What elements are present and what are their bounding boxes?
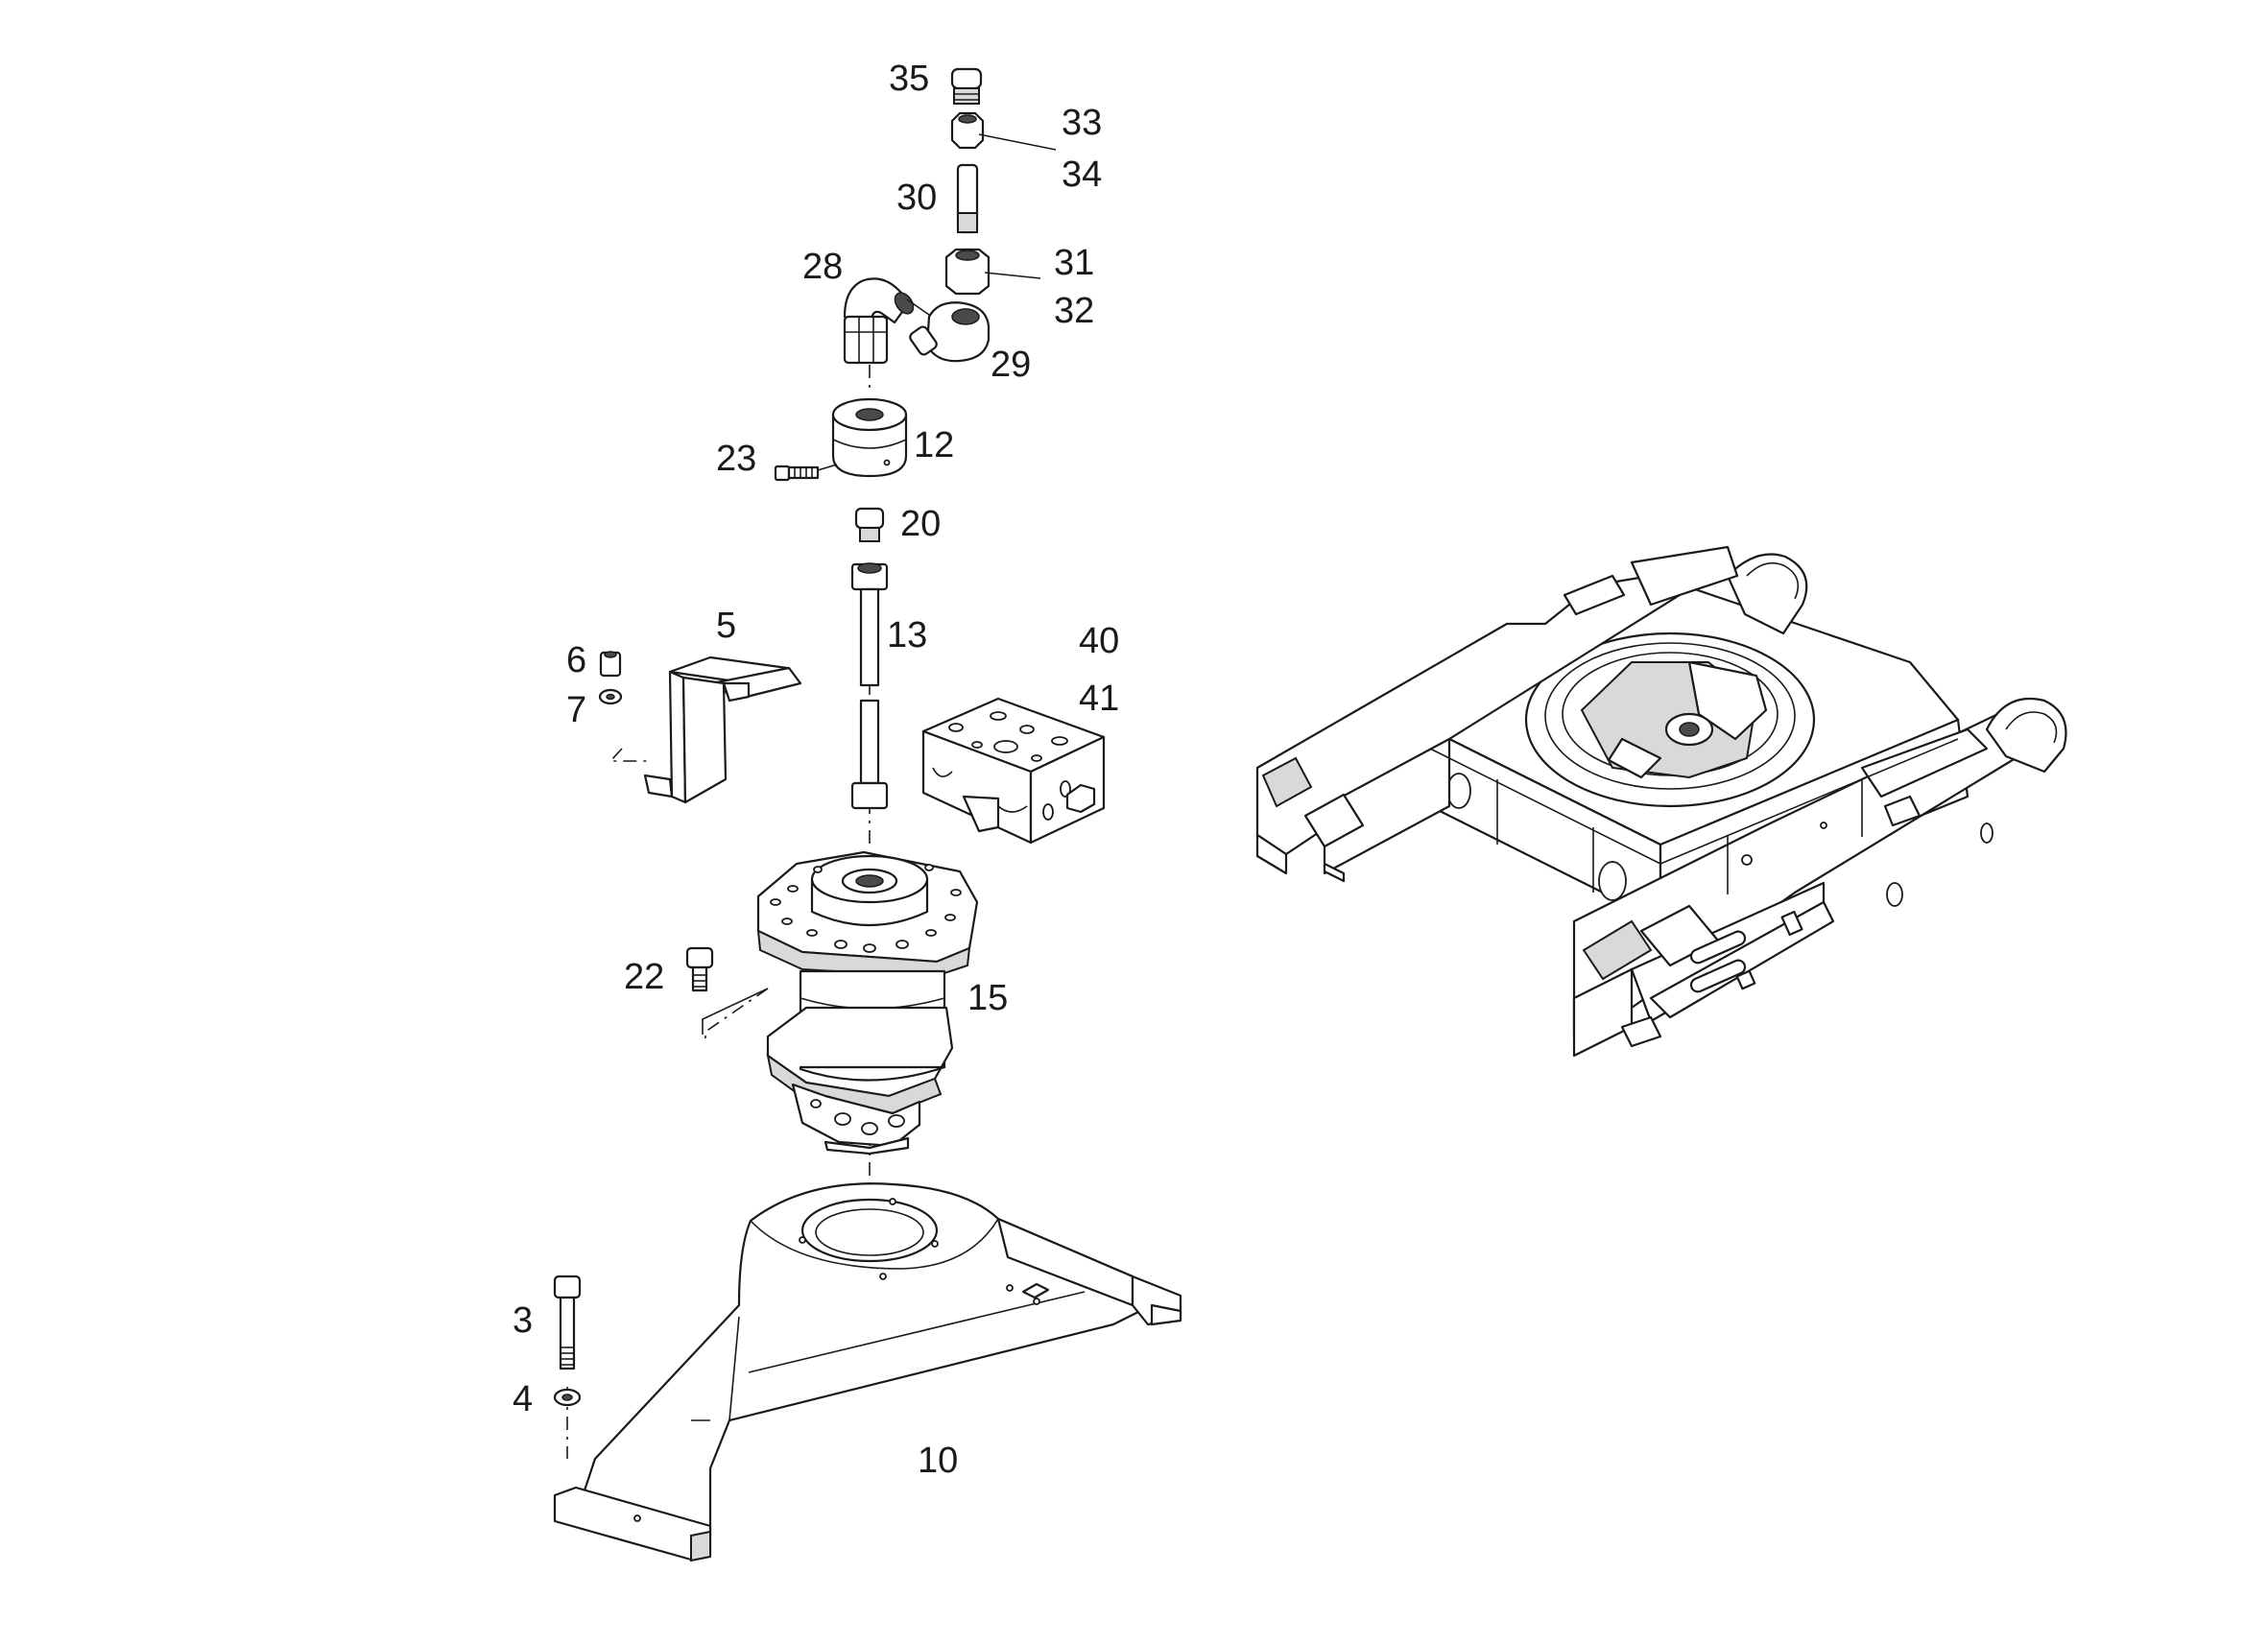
- callout-22: 22: [624, 957, 664, 997]
- callout-33: 33: [1062, 103, 1102, 143]
- callout-28: 28: [802, 247, 843, 287]
- part-23-screw: [774, 464, 838, 482]
- part-20-fitting: [854, 507, 885, 542]
- undercarriage-assembly: [1255, 545, 2067, 1058]
- callout-40: 40: [1079, 621, 1119, 661]
- callout-35: 35: [889, 59, 929, 99]
- part-4-washer: [553, 1388, 582, 1407]
- callout-5: 5: [716, 606, 736, 646]
- part-29-elbow: [909, 301, 991, 363]
- callout-32: 32: [1054, 291, 1094, 331]
- leader-lines: [702, 133, 1057, 1035]
- part-15-motor: [756, 850, 979, 1156]
- part-13-tube: [850, 562, 889, 810]
- part-33-nut: [950, 111, 985, 150]
- callout-34: 34: [1062, 155, 1102, 195]
- callout-29: 29: [991, 345, 1031, 385]
- callout-15: 15: [967, 978, 1008, 1018]
- part-31-nut: [944, 248, 991, 296]
- callout-7: 7: [566, 690, 586, 730]
- callout-41: 41: [1079, 679, 1119, 719]
- callout-13: 13: [887, 615, 927, 655]
- callout-20: 20: [900, 504, 941, 544]
- part-7-washer: [598, 688, 623, 705]
- callout-3: 3: [513, 1300, 533, 1341]
- callout-30: 30: [896, 178, 937, 218]
- callout-10: 10: [918, 1441, 958, 1481]
- part-35-fitting: [950, 67, 983, 105]
- callout-12: 12: [914, 425, 954, 465]
- part-22-bolt: [685, 946, 714, 992]
- part-10-frame: [553, 1182, 1182, 1562]
- part-5-bracket: [643, 655, 802, 804]
- part-3-bolt: [553, 1275, 582, 1370]
- callout-6: 6: [566, 640, 586, 680]
- part-12-body: [831, 397, 908, 478]
- callout-23: 23: [716, 439, 756, 479]
- callout-4: 4: [513, 1379, 533, 1419]
- part-30-pipe: [956, 163, 979, 234]
- part-40-block: [921, 697, 1106, 845]
- callout-labels: 35 33 34 30 28 31 32 29 23 12 20 13 5 6 …: [513, 59, 1119, 1481]
- part-6-bolt: [599, 651, 622, 678]
- callout-31: 31: [1054, 243, 1094, 283]
- part-28-elbow: [843, 277, 930, 365]
